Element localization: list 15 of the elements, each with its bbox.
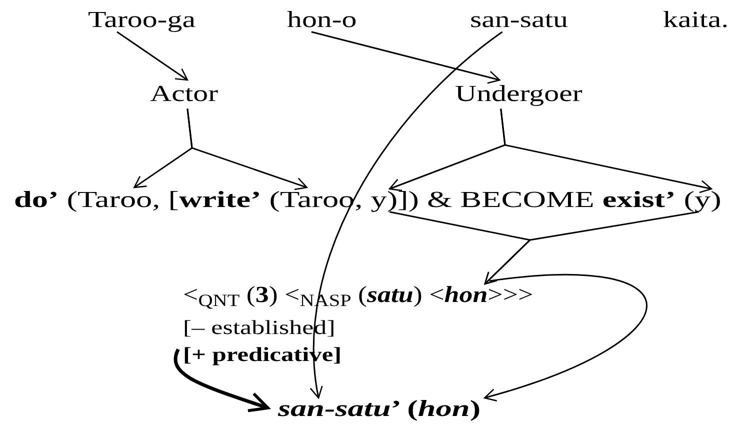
word-label: Taroo-ga (88, 6, 196, 35)
word-label: san-satu’ (hon) (278, 395, 481, 424)
word-label: hon-o (287, 6, 357, 35)
word-label: san-satu (470, 6, 568, 35)
arrow (186, 108, 308, 190)
arrow (311, 31, 500, 84)
arrow (116, 31, 188, 81)
arrow (484, 211, 699, 285)
arrow (500, 108, 712, 194)
arrow (174, 348, 270, 412)
arrow (310, 31, 503, 399)
word-label: Undergoer (455, 80, 582, 109)
word-label: kaita. (663, 6, 729, 35)
word-label: Actor (150, 80, 218, 109)
arrow (484, 274, 647, 402)
